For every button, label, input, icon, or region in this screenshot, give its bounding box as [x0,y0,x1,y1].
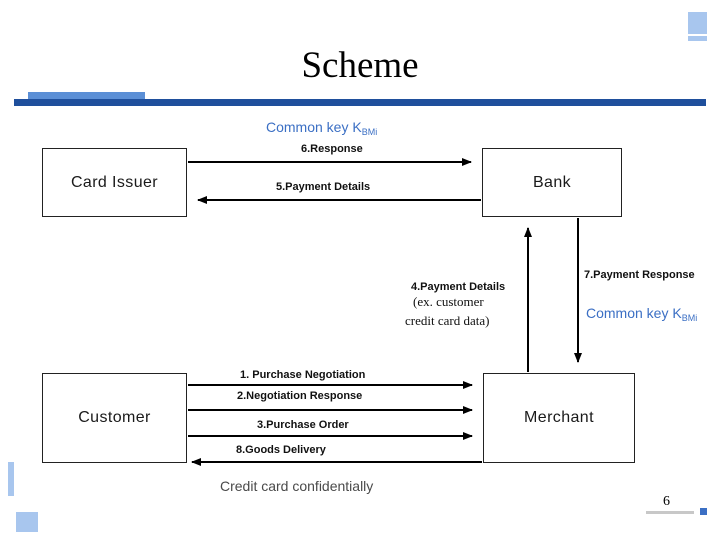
flow-label-2-negotiation-response: 2.Negotiation Response [237,390,363,402]
node-bank[interactable]: Bank [482,148,622,217]
page-number: 6 [663,494,670,509]
common-key-top-subscript: BMi [361,127,378,137]
common-key-top-text: Common key K [266,119,362,135]
flow-label-6-response: 6.Response [301,143,363,155]
title-underline-accent [28,92,145,100]
decor-corner-top-right [688,12,707,34]
page-title: Scheme [301,45,419,86]
node-customer[interactable]: Customer [42,373,187,463]
page-number-rule [646,511,694,514]
decor-corner-top-right-small [688,36,707,41]
flow-note-4-line1: (ex. customer [413,294,484,309]
common-key-label-top: Common key KBMi [266,119,378,137]
flow-label-3-purchase-order: 3.Purchase Order [257,419,349,431]
flow-label-7-payment-response: 7.Payment Response [584,269,695,281]
common-key-label-right: Common key KBMi [586,305,698,323]
decor-corner-bottom-left-small [16,512,38,532]
node-merchant[interactable]: Merchant [483,373,635,463]
common-key-right-text: Common key K [586,305,682,321]
common-key-right-subscript: BMi [681,313,698,323]
flow-note-4-line2: credit card data) [405,313,490,328]
decor-corner-bottom-left [8,462,14,496]
title-underline [14,99,706,106]
footnote: Credit card confidentially [220,478,374,494]
flow-label-1-purchase-negotiation: 1. Purchase Negotiation [240,369,366,381]
flow-label-8-goods-delivery: 8.Goods Delivery [236,444,326,456]
flow-label-5-payment-details: 5.Payment Details [276,181,371,193]
node-card-issuer[interactable]: Card Issuer [42,148,187,217]
page-number-dot [700,508,707,515]
flow-label-4-payment-details: 4.Payment Details [411,281,506,293]
